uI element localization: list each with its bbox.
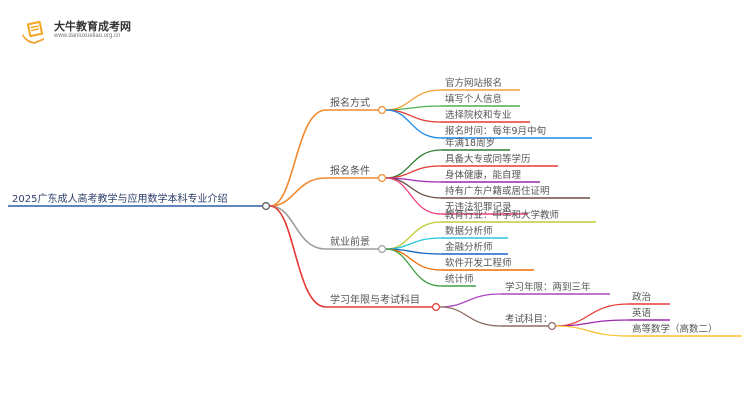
subleaf-connector: [555, 319, 629, 327]
leaf-label: 金融分析师: [445, 241, 493, 253]
subleaf-label: 高等数学（高数二）: [632, 323, 718, 335]
branch-label: 报名条件: [330, 164, 370, 177]
leaf-connector: [385, 221, 442, 250]
book-in-hand-icon: [22, 20, 44, 44]
leaf-connector: [385, 105, 442, 111]
leaf-connector-dot: [547, 322, 556, 331]
leaf-connector: [385, 177, 442, 199]
subleaf-label: 政治: [632, 291, 651, 303]
branch-connector-dot: [432, 303, 441, 312]
leaf-label: 身体健康，能自理: [445, 169, 522, 181]
root-connector-dot: [262, 202, 271, 211]
leaf-connector: [385, 89, 442, 111]
leaf-label: 无违法犯罪记录: [445, 201, 512, 213]
branch-label: 报名方式: [330, 96, 370, 109]
branch-connector-dot: [378, 245, 387, 254]
branch-connector: [269, 205, 327, 308]
leaf-connector: [385, 109, 442, 139]
leaf-label: 具备大专或同等学历: [445, 153, 531, 165]
leaf-label: 填写个人信息: [445, 93, 502, 105]
branch-connector-dot: [378, 174, 387, 183]
leaf-label: 选择院校和专业: [445, 109, 512, 121]
leaf-label: 官方网站报名: [445, 77, 502, 89]
leaf-connector: [385, 149, 442, 179]
leaf-label: 考试科目：: [505, 313, 553, 325]
leaf-label: 学习年限：两到三年: [505, 281, 591, 293]
brand-logo: 大牛教育成考网 www.daniuxueliao.org.cn: [20, 16, 150, 48]
leaf-label: 持有广东户籍或居住证明: [445, 185, 550, 197]
subleaf-connector: [555, 325, 629, 337]
branch-connector: [269, 177, 327, 207]
leaf-label: 教育行业：中学和大学教师: [445, 209, 559, 221]
leaf-label: 数据分析师: [445, 225, 493, 237]
leaf-connector: [439, 306, 502, 327]
branch-connector: [269, 205, 327, 250]
subleaf-label: 英语: [632, 307, 652, 319]
brand-url: www.daniuxueliao.org.cn: [54, 33, 121, 39]
brand-name: 大牛教育成考网: [54, 20, 131, 33]
leaf-label: 年满18周岁: [445, 137, 495, 149]
leaf-connector: [385, 177, 442, 215]
branch-label: 学习年限与考试科目: [330, 293, 420, 306]
branch-connector: [269, 109, 327, 207]
branch-label: 就业前景: [330, 235, 370, 248]
leaf-label: 统计师: [445, 273, 474, 285]
leaf-label: 软件开发工程师: [445, 257, 512, 269]
root-node-label: 2025广东成人高考教学与应用数学本科专业介绍: [12, 192, 227, 205]
branch-connector-dot: [378, 105, 387, 114]
leaf-connector: [439, 293, 502, 308]
leaf-label: 报名时间：每年9月中旬: [445, 125, 546, 137]
leaf-connector: [385, 248, 442, 287]
